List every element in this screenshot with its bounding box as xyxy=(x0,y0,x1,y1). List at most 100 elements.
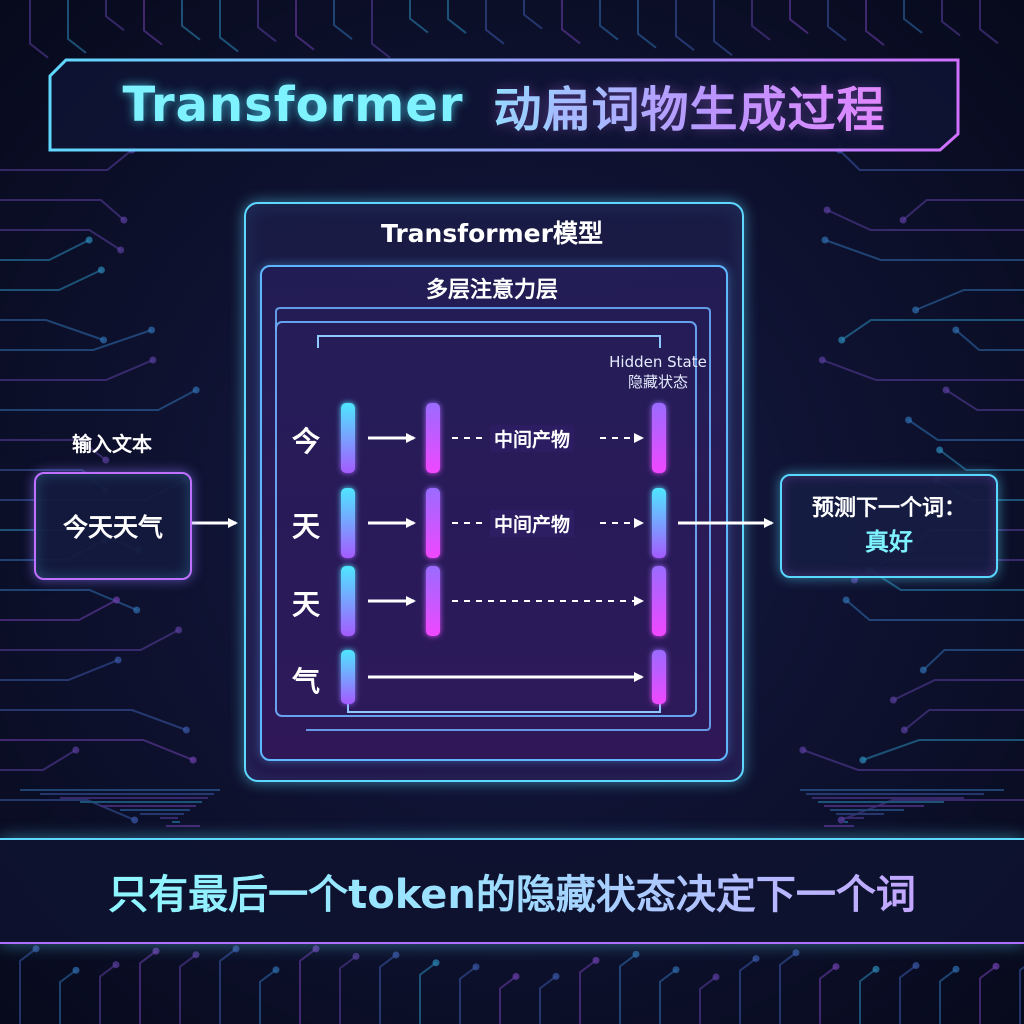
circuit-node xyxy=(992,962,1000,970)
circuit-trace xyxy=(0,799,136,821)
circuit-trace xyxy=(841,319,1024,341)
circuit-trace xyxy=(824,239,1024,261)
circuit-node xyxy=(823,206,831,214)
circuit-node xyxy=(837,816,845,824)
layer-output-bar xyxy=(426,488,440,558)
circuit-trace xyxy=(0,629,180,651)
circuit-trace xyxy=(371,0,391,59)
title-english: Transformer xyxy=(122,77,464,133)
circuit-trace xyxy=(19,948,37,1024)
token-embedding-bar xyxy=(341,403,355,473)
circuit-node xyxy=(112,961,120,969)
circuit-trace xyxy=(0,199,125,221)
circuit-trace xyxy=(819,965,837,1024)
circuit-node xyxy=(352,952,360,960)
predicted-word: 真好 xyxy=(865,528,913,556)
circuit-trace xyxy=(675,0,695,51)
circuit-trace xyxy=(939,968,957,1024)
circuit-trace xyxy=(789,0,809,35)
hidden-state-bar xyxy=(652,403,666,473)
circuit-node xyxy=(432,959,440,967)
title-chinese: 动扁词物生成过程 xyxy=(494,70,886,140)
circuit-trace xyxy=(713,0,733,57)
circuit-node xyxy=(936,446,944,454)
circuit-trace xyxy=(0,709,187,731)
circuit-trace xyxy=(862,739,1024,761)
circuit-trace xyxy=(865,0,885,46)
circuit-trace xyxy=(0,599,117,621)
circuit-node xyxy=(472,963,480,971)
circuit-node xyxy=(85,236,93,244)
circuit-trace xyxy=(339,955,357,1024)
circuit-trace xyxy=(699,976,717,1024)
input-text-box: 今天天气 xyxy=(34,472,192,580)
circuit-node xyxy=(149,356,157,364)
circuit-trace xyxy=(0,149,133,171)
circuit-trace xyxy=(0,319,104,341)
circuit-node xyxy=(792,949,800,957)
circuit-trace xyxy=(561,0,581,45)
intermediate-label: 中间产物 xyxy=(490,425,575,452)
circuit-trace xyxy=(0,439,107,461)
circuit-trace xyxy=(955,329,1024,351)
circuit-trace xyxy=(599,0,619,41)
title-banner: Transformer 动扁词物生成过程 xyxy=(48,58,960,152)
circuit-trace xyxy=(903,709,1024,731)
circuit-trace xyxy=(0,269,102,291)
intermediate-label: 中间产物 xyxy=(490,510,575,537)
circuit-trace xyxy=(181,0,201,41)
circuit-trace xyxy=(219,948,237,1024)
circuit-node xyxy=(850,576,858,584)
layer-bracket-top xyxy=(317,335,661,348)
circuit-trace xyxy=(739,957,757,1024)
circuit-trace xyxy=(915,289,1024,311)
hidden-state-bar xyxy=(652,566,666,636)
circuit-trace xyxy=(143,0,163,46)
circuit-trace xyxy=(827,0,847,42)
circuit-trace xyxy=(751,0,771,41)
circuit-trace xyxy=(637,0,657,49)
footer-banner: 只有最后一个token的隐藏状态决定下一个词 xyxy=(0,838,1024,944)
circuit-trace xyxy=(838,149,1024,171)
circuit-node xyxy=(672,966,680,974)
circuit-trace xyxy=(903,0,923,34)
token-label: 气 xyxy=(291,665,320,698)
token-embedding-bar xyxy=(341,488,355,558)
circuit-node xyxy=(952,965,960,973)
circuit-node xyxy=(952,326,960,334)
circuit-node xyxy=(818,356,826,364)
token-embedding-bar xyxy=(341,650,355,704)
circuit-node xyxy=(899,216,907,224)
circuit-node xyxy=(192,951,200,959)
circuit-trace xyxy=(29,0,49,59)
circuit-node xyxy=(117,246,125,254)
circuit-trace xyxy=(0,389,197,411)
layer-bracket-bottom xyxy=(347,700,661,713)
hidden-state-label: Hidden State 隐藏状态 xyxy=(590,352,726,392)
circuit-trace xyxy=(379,954,397,1024)
hidden-state-bar xyxy=(652,488,666,558)
circuit-trace xyxy=(333,0,353,40)
circuit-trace xyxy=(59,969,77,1024)
circuit-trace xyxy=(939,449,1024,471)
circuit-node xyxy=(905,416,913,424)
token-label: 今 xyxy=(291,425,320,458)
circuit-trace xyxy=(979,965,997,1024)
hidden-state-en: Hidden State xyxy=(609,353,707,371)
circuit-node xyxy=(912,306,920,314)
circuit-trace xyxy=(826,209,1024,231)
circuit-node xyxy=(752,955,760,963)
circuit-trace xyxy=(523,0,543,30)
circuit-node xyxy=(889,696,897,704)
circuit-trace xyxy=(539,975,557,1024)
circuit-node xyxy=(152,947,160,955)
circuit-trace xyxy=(0,749,77,771)
circuit-node xyxy=(102,456,110,464)
circuit-trace xyxy=(419,961,437,1024)
circuit-trace xyxy=(219,0,239,53)
circuit-trace xyxy=(499,975,517,1024)
hidden-state-zh: 隐藏状态 xyxy=(627,373,688,391)
circuit-node xyxy=(842,596,850,604)
circuit-node xyxy=(392,951,400,959)
